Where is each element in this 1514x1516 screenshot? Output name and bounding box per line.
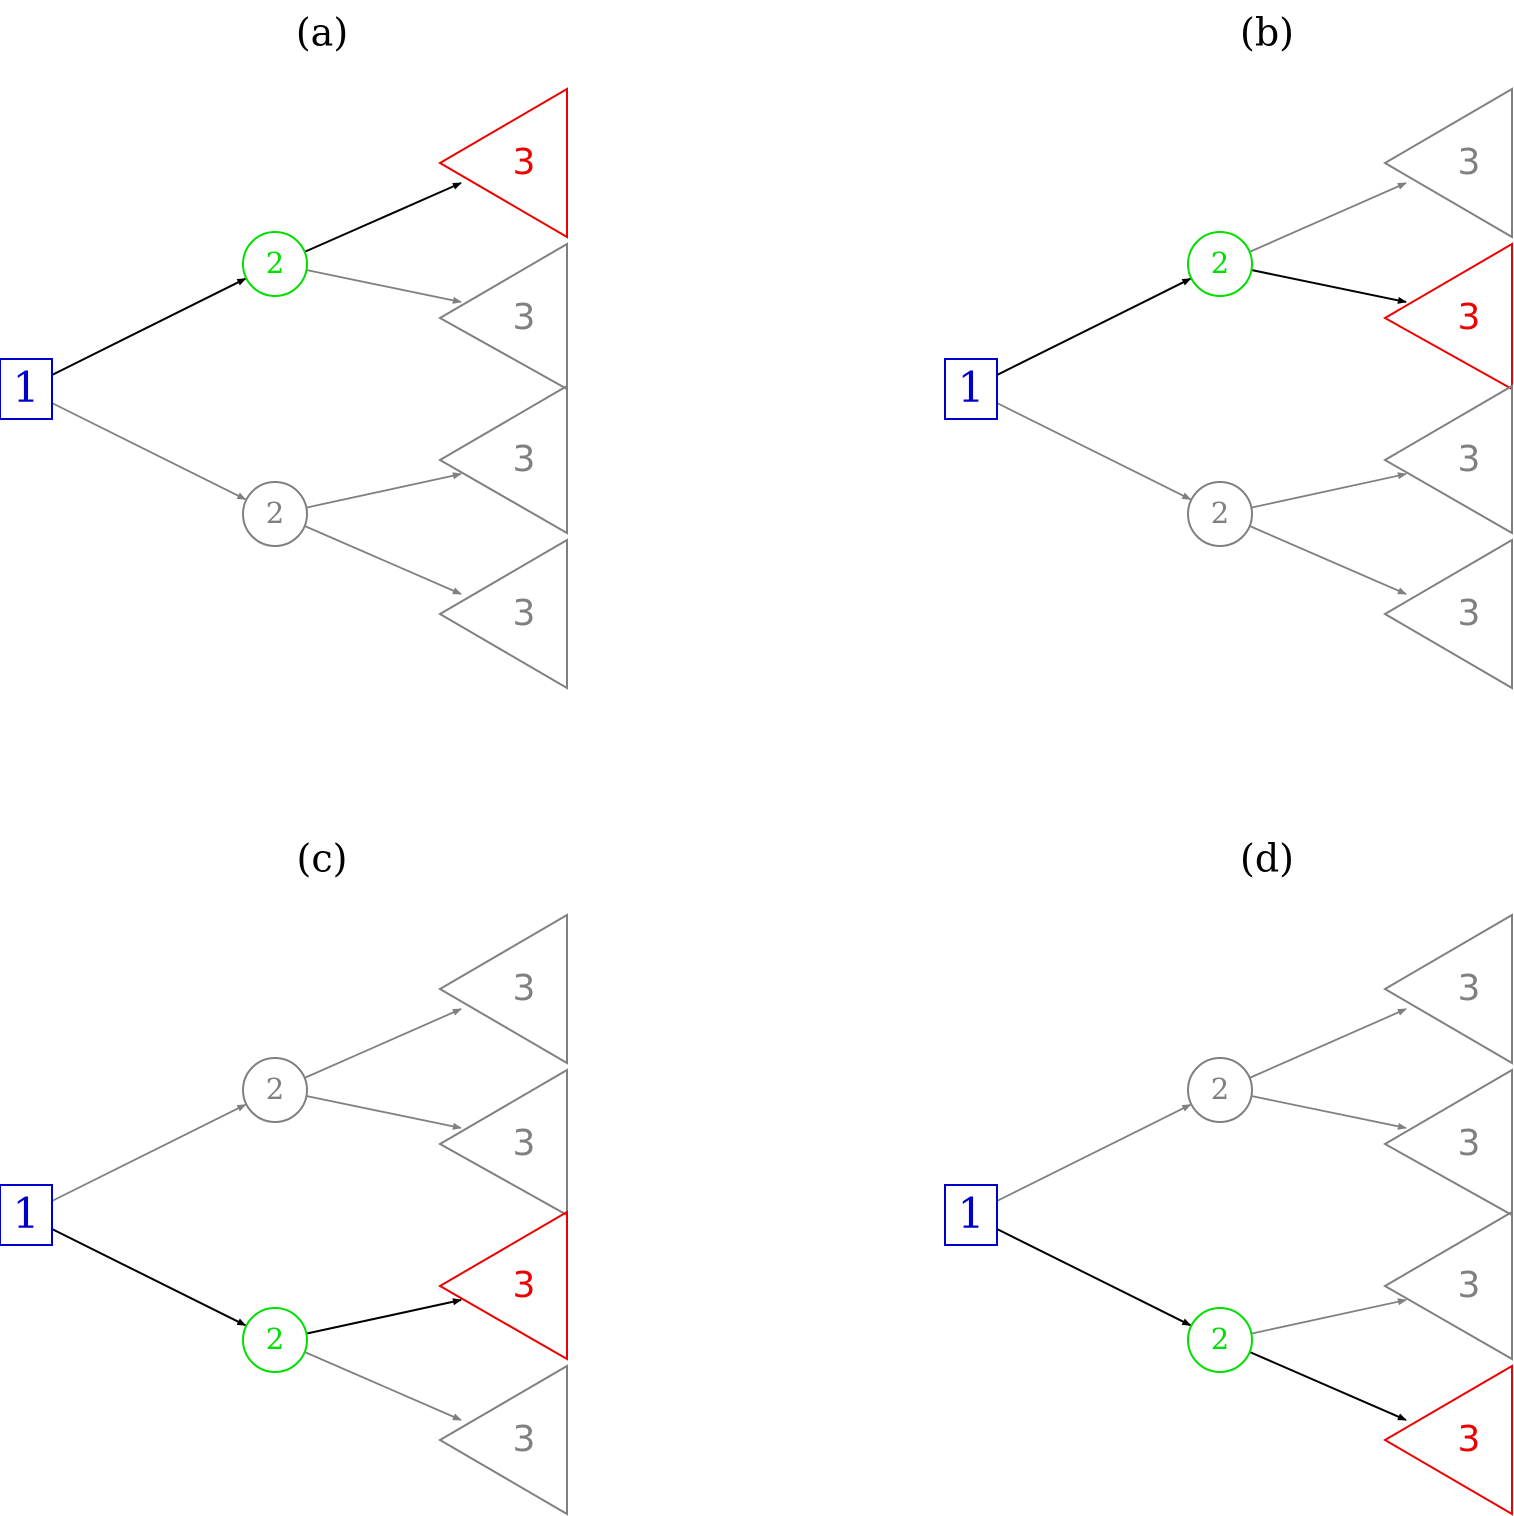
edge-node2-to-leaf-1 (1249, 1008, 1407, 1079)
leaf-label: 3 (513, 593, 536, 634)
root-node-label: 1 (958, 1189, 985, 1238)
leaf-triangle-selected (1383, 1364, 1513, 1516)
panel-c: (c) 3 3 3 3 2 2 1 (0, 837, 568, 1516)
node2-label: 2 (1211, 1322, 1229, 1356)
panel-label: (c) (297, 837, 348, 881)
panel-label: (b) (1240, 11, 1294, 55)
root-node-label: 1 (958, 363, 985, 412)
node2-circle (1187, 1057, 1253, 1123)
edge-node2-to-leaf-2 (1251, 269, 1407, 304)
edge-root-to-node2-1 (996, 277, 1192, 376)
leaf-triangle (438, 1364, 568, 1516)
node2-circle-active (242, 1307, 308, 1373)
edge-root-to-node2-2 (996, 1228, 1192, 1327)
leaf-triangle (438, 384, 568, 535)
leaf-triangle-selected (438, 1210, 568, 1361)
node2-label: 2 (266, 1072, 284, 1106)
edge-root-to-node2-1 (996, 1103, 1192, 1202)
node2-label: 2 (1211, 1072, 1229, 1106)
edge-root-to-node2-1 (51, 277, 247, 376)
node2-circle (1187, 481, 1253, 547)
edge-node2-to-leaf-1 (1249, 182, 1407, 253)
edge-root-to-node2-1 (51, 1103, 247, 1202)
leaf-triangle (438, 913, 568, 1065)
edge-node2-to-leaf-4 (1249, 1351, 1407, 1421)
root-node-label: 1 (13, 363, 40, 412)
leaf-triangle (1383, 913, 1513, 1065)
edge-node2-to-leaf-2 (306, 1095, 462, 1130)
panel-a: (a) 3 3 3 3 2 2 1 (0, 11, 568, 690)
node2-label: 2 (1211, 246, 1229, 280)
leaf-label: 3 (513, 439, 536, 480)
node2-label: 2 (266, 1322, 284, 1356)
leaf-label: 3 (1458, 142, 1481, 183)
leaf-triangle (1383, 538, 1513, 690)
leaf-triangle (437, 242, 568, 391)
leaf-label: 3 (513, 1419, 536, 1460)
edge-root-to-node2-2 (51, 1228, 247, 1327)
leaf-label: 3 (513, 968, 536, 1009)
node2-circle-active (1187, 1307, 1253, 1373)
node2-circle-active (242, 231, 308, 297)
edge-node2-to-leaf-2 (306, 269, 462, 304)
leaf-label: 3 (1458, 593, 1481, 634)
leaf-label: 3 (1458, 1265, 1481, 1306)
leaf-label: 3 (513, 1265, 536, 1306)
edge-node2-to-leaf-4 (304, 525, 462, 595)
panel-label: (d) (1240, 837, 1294, 881)
root-node-box (944, 358, 998, 420)
leaf-label: 3 (513, 297, 536, 338)
leaf-triangle (1383, 1210, 1513, 1361)
node2-circle-active (1187, 231, 1253, 297)
leaf-triangle-selected (438, 87, 568, 239)
root-node-box (0, 1184, 53, 1246)
edge-node2-to-leaf-2 (1251, 1095, 1407, 1130)
root-node-box (944, 1184, 998, 1246)
node2-circle (242, 1057, 308, 1123)
edge-root-to-node2-2 (996, 402, 1192, 501)
root-node-box (0, 358, 53, 420)
edge-node2-to-leaf-1 (304, 182, 462, 253)
panel-label: (a) (296, 11, 348, 55)
leaf-label: 3 (1458, 297, 1481, 338)
edge-root-to-node2-2 (51, 402, 247, 501)
edge-node2-to-leaf-1 (304, 1008, 462, 1079)
leaf-triangle-selected (1382, 242, 1513, 391)
leaf-label: 3 (1458, 439, 1481, 480)
edge-node2-to-leaf-3 (306, 472, 462, 509)
edge-node2-to-leaf-3 (306, 1298, 462, 1335)
edge-node2-to-leaf-4 (304, 1351, 462, 1421)
edge-node2-to-leaf-3 (1251, 472, 1407, 509)
node2-label: 2 (266, 496, 284, 530)
panel-b: (b) 3 3 3 3 2 2 1 (944, 11, 1513, 690)
leaf-triangle (1383, 384, 1513, 535)
leaf-label: 3 (1458, 1419, 1481, 1460)
leaf-triangle (438, 538, 568, 690)
edge-node2-to-leaf-3 (1251, 1298, 1407, 1335)
node2-label: 2 (266, 246, 284, 280)
leaf-label: 3 (513, 1123, 536, 1164)
leaf-triangle (437, 1068, 568, 1217)
node2-label: 2 (1211, 496, 1229, 530)
leaf-label: 3 (513, 142, 536, 183)
leaf-label: 3 (1458, 1123, 1481, 1164)
panel-d: (d) 3 3 3 3 2 2 1 (944, 837, 1513, 1516)
edge-node2-to-leaf-4 (1249, 525, 1407, 595)
leaf-triangle (1382, 1068, 1513, 1217)
root-node-label: 1 (13, 1189, 40, 1238)
leaf-label: 3 (1458, 968, 1481, 1009)
node2-circle (242, 481, 308, 547)
leaf-triangle (1383, 87, 1513, 239)
